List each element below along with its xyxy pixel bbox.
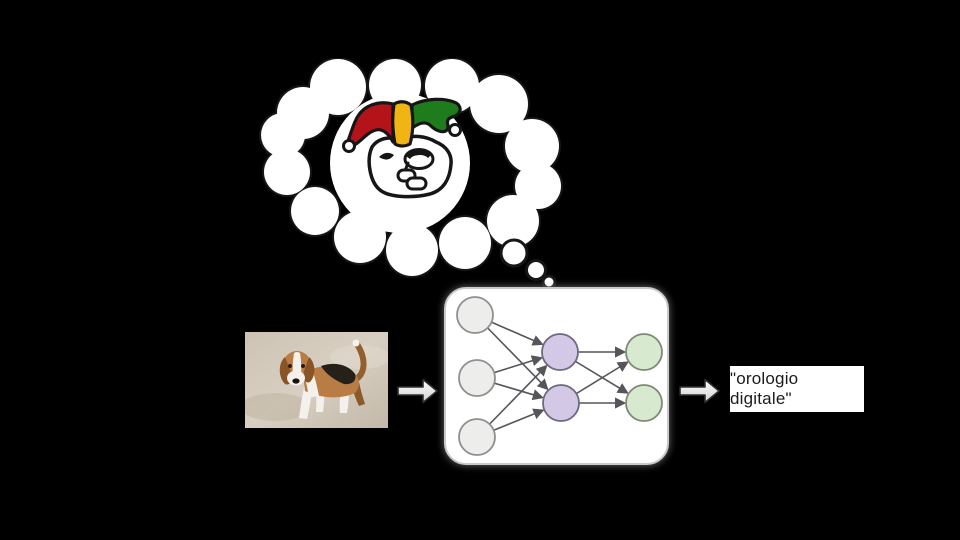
beagle-photo: [245, 332, 388, 428]
input-arrow-icon: [397, 378, 438, 404]
beagle-dog: [279, 339, 367, 419]
output-node-2: [625, 384, 663, 422]
network-nodes: [456, 296, 663, 456]
hidden-node-1: [541, 333, 579, 371]
hidden-node-2: [542, 384, 580, 422]
output-node-1: [625, 333, 663, 371]
input-node-3: [458, 418, 496, 456]
sand-texture: [245, 393, 309, 421]
jester-hat-yellow-band: [391, 100, 415, 148]
network-box: [444, 287, 669, 465]
jester-hat-green-lobe: [410, 97, 462, 134]
thought-bubble-trail: [499, 238, 557, 290]
jester-face-icon: [342, 97, 462, 199]
jester-bell-left: [342, 139, 356, 153]
jester-right-brow: [406, 149, 432, 159]
jester-bell-right: [448, 123, 462, 137]
input-node-2: [458, 359, 496, 397]
neural-network-diagram: [444, 287, 669, 465]
input-node-1: [456, 296, 494, 334]
output-label: "orologio digitale": [730, 369, 799, 408]
output-arrow-icon: [679, 378, 720, 404]
jester-mouth: [405, 176, 428, 191]
jester-left-eye: [379, 152, 394, 160]
output-label-box: "orologio digitale": [730, 366, 864, 412]
thought-bubble: [259, 58, 563, 290]
sand-texture: [330, 345, 388, 369]
